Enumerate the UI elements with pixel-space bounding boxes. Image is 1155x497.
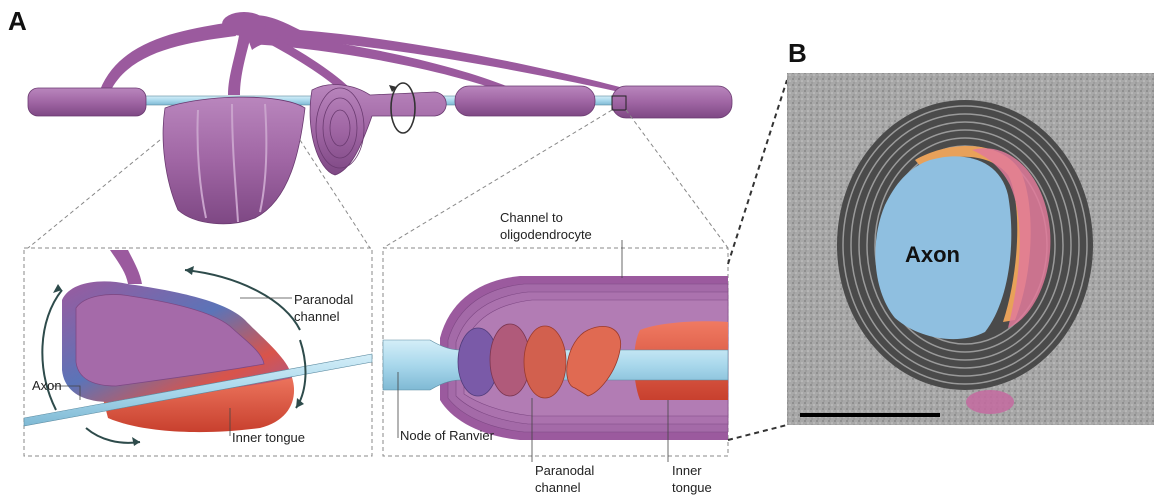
electron-micrograph: Axon [787, 73, 1154, 425]
inset-paranode: Channel to oligodendrocyte Node of Ranvi… [383, 210, 728, 495]
label-node-of-ranvier: Node of Ranvier [400, 428, 495, 443]
wrapping-myelin-cone [310, 85, 446, 175]
scale-bar [800, 413, 940, 417]
oligodendrocyte-soma [222, 12, 266, 36]
label-channel-to: Channel to [500, 210, 563, 225]
label-inner-tongue: Inner tongue [232, 430, 305, 445]
label-channel-to-2: oligodendrocyte [500, 227, 592, 242]
inset-unrolled-sheet: Paranodal channel Axon Inner tongue [24, 248, 372, 456]
label-paranodal-channel-bottom-2: channel [535, 480, 581, 495]
myelin-segment-mid [455, 86, 595, 116]
paranodal-loop [524, 326, 566, 398]
oligodendrocyte-process [100, 22, 236, 92]
em-label-axon: Axon [905, 242, 960, 267]
myelin-segment-right [612, 86, 732, 118]
label-paranodal-channel-2: channel [294, 309, 340, 324]
label-inner-tongue-bottom: Inner [672, 463, 702, 478]
oligodendrocyte-process [228, 30, 252, 95]
overview-diagram [28, 12, 732, 248]
label-paranodal-channel: Paranodal [294, 292, 353, 307]
label-axon: Axon [32, 378, 62, 393]
myelin-segment-left [28, 88, 146, 116]
label-inner-tongue-bottom-2: tongue [672, 480, 712, 495]
label-paranodal-channel-bottom: Paranodal [535, 463, 594, 478]
